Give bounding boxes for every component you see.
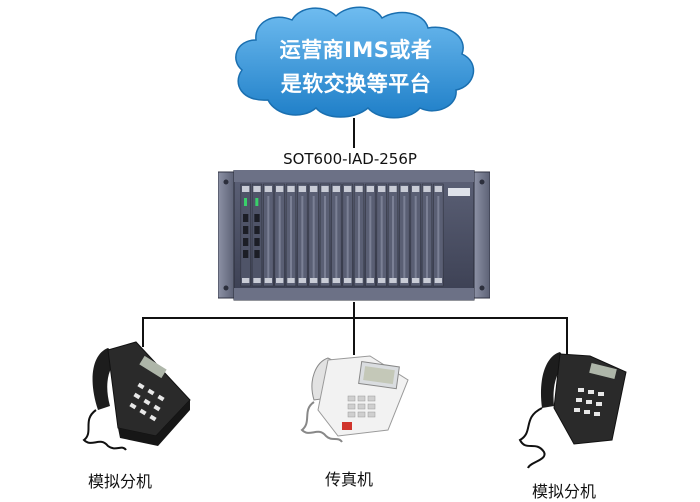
slot-label-plate	[253, 186, 261, 192]
slot-label-plate	[434, 186, 442, 192]
card-ridge	[324, 196, 326, 278]
desk-phone-icon	[82, 341, 191, 451]
ethernet-port	[254, 226, 260, 234]
distribution-bus-line	[142, 317, 568, 319]
slot-label-plate	[378, 186, 386, 192]
card-ridge	[369, 196, 372, 278]
slot-bottom-plate	[355, 278, 363, 283]
slot-bottom-plate	[400, 278, 408, 283]
status-led	[244, 198, 247, 206]
brand-badge	[448, 188, 470, 196]
slot-bottom-plate	[412, 278, 420, 283]
slot-label-plate	[423, 186, 431, 192]
ethernet-port	[243, 214, 249, 222]
slot-label-plate	[355, 186, 363, 192]
slot-bottom-plate	[287, 278, 295, 283]
card-ridge	[414, 196, 417, 278]
slot-label-plate	[400, 186, 408, 192]
slot-card	[251, 183, 263, 287]
slot-bottom-plate	[366, 278, 374, 283]
status-led	[255, 198, 259, 206]
slot-bottom-plate	[389, 278, 397, 283]
slot-label-plate	[276, 186, 284, 192]
cloud-shape	[235, 6, 475, 119]
slot-label-plate	[332, 186, 340, 192]
slot-bottom-plate	[253, 278, 261, 283]
slot-bottom-plate	[434, 278, 442, 283]
endpoint-label-right: 模拟分机	[532, 482, 597, 501]
right-phone-line	[566, 317, 568, 357]
slot-bottom-plate	[264, 278, 272, 283]
card-ridge	[267, 196, 270, 278]
iad-chassis	[218, 170, 490, 301]
slot-label-plate	[264, 186, 272, 192]
slot-bottom-plate	[423, 278, 431, 283]
cloud-title-line1: 运营商IMS或者	[279, 38, 433, 62]
slot-label-plate	[412, 186, 420, 192]
slot-label-plate	[287, 186, 295, 192]
device-model-label: SOT600-IAD-256P	[283, 150, 417, 168]
endpoint-label-fax: 传真机	[325, 470, 374, 489]
fax-phone-icon	[300, 355, 409, 443]
rack-ear-left	[218, 171, 235, 299]
endpoint-label-left: 模拟分机	[88, 472, 153, 491]
card-ridge	[358, 196, 360, 278]
card-ridge	[380, 196, 383, 278]
cloud-title-line2: 是软交换等平台	[280, 72, 432, 96]
slot-bottom-plate	[332, 278, 340, 283]
device-drop-line	[353, 302, 355, 318]
ethernet-port	[243, 250, 249, 258]
card-ridge	[403, 196, 406, 278]
desk-phone-icon	[518, 352, 627, 469]
rack-ear-right	[473, 171, 490, 299]
card-ridge	[346, 196, 349, 278]
slot-label-plate	[321, 186, 329, 192]
card-ridge	[392, 196, 394, 278]
card-ridge	[278, 196, 281, 278]
card-ridge	[426, 196, 428, 278]
uplink-line	[353, 118, 355, 148]
slot-bottom-plate	[344, 278, 352, 283]
slot-label-plate	[298, 186, 306, 192]
slot-label-plate	[242, 186, 250, 192]
slot-card	[240, 183, 251, 287]
fax-line	[353, 317, 355, 355]
card-ridge	[335, 196, 338, 278]
ethernet-port	[254, 238, 260, 246]
cloud-body	[235, 6, 475, 119]
slot-bottom-plate	[298, 278, 306, 283]
card-ridge	[312, 196, 315, 278]
slot-bottom-plate	[276, 278, 284, 283]
card-ridge	[301, 196, 304, 278]
slot-label-plate	[389, 186, 397, 192]
card-ridge	[290, 196, 292, 278]
slot-label-plate	[344, 186, 352, 192]
slot-bottom-plate	[242, 278, 250, 283]
slot-label-plate	[310, 186, 318, 192]
slot-bottom-plate	[310, 278, 318, 283]
ethernet-port	[243, 238, 249, 246]
slot-bottom-plate	[378, 278, 386, 283]
slot-label-plate	[366, 186, 374, 192]
card-ridge	[437, 196, 440, 278]
ethernet-port	[254, 214, 260, 222]
left-phone-line	[142, 317, 144, 347]
ethernet-port	[243, 226, 249, 234]
slot-bottom-plate	[321, 278, 329, 283]
card-slots	[240, 183, 444, 287]
ethernet-port	[254, 250, 260, 258]
